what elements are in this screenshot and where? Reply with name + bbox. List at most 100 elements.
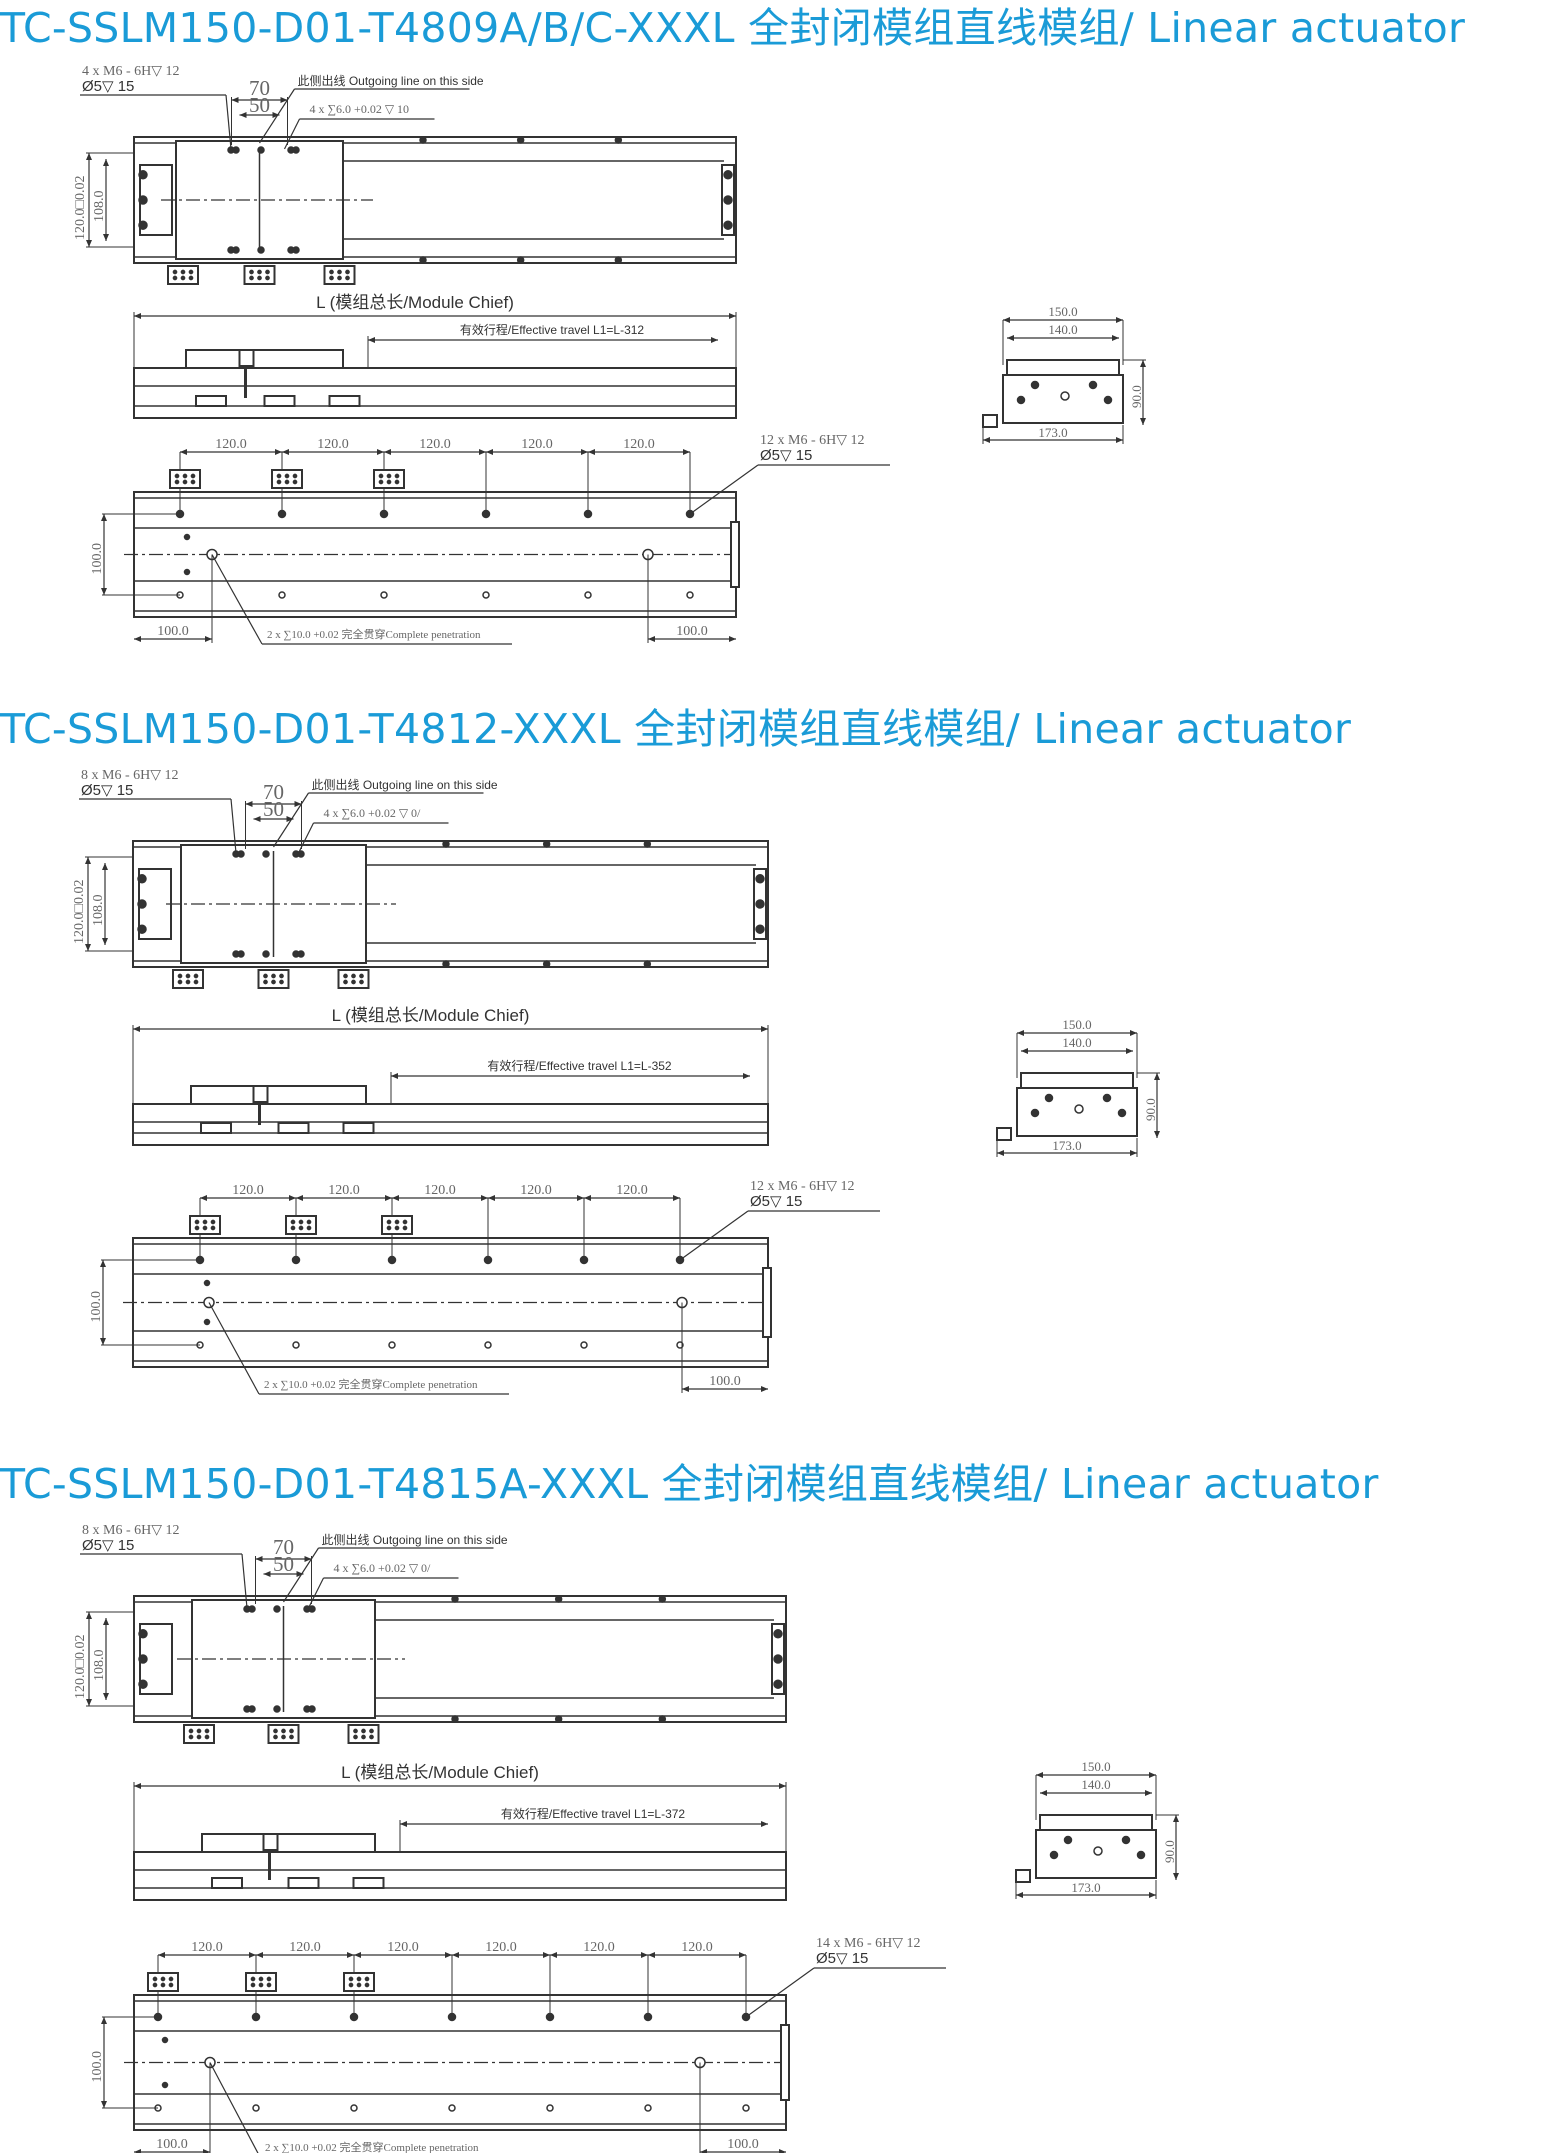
connector-pin [265,269,270,275]
connector-pin [337,269,342,275]
connector-pin [284,473,290,479]
connector-pin [204,1734,210,1740]
end-hole [1088,380,1098,390]
connector-pin [343,979,348,985]
end-height-90: 90.0 [1162,1840,1177,1863]
connector-body [169,469,201,489]
end-cap-right [721,164,735,236]
end-tab [730,521,740,588]
mount-hole-bottom [350,2104,358,2112]
carriage-hole [248,1605,256,1613]
dimension-arrow [1140,360,1146,425]
carriage-hole [292,146,300,154]
connector-pin [168,1976,174,1982]
pitch-label: 120.0 [583,1940,615,1955]
connector-pin [402,1225,408,1231]
mount-hole [379,509,389,519]
connector-pin [402,1219,408,1225]
end-hole [138,220,148,230]
dim-70-label: 70 [273,1535,294,1559]
end-hole [137,899,147,909]
mount-hole-bottom [742,2104,750,2112]
mount-hole-bottom [580,1341,588,1349]
dim-100-vertical: 100.0 [90,2051,105,2083]
mount-hole [387,1255,397,1265]
end-hole [1063,1835,1073,1845]
carriage-hole [308,1605,316,1613]
dim-108-label: 108.0 [92,191,107,223]
leader-line [307,1577,325,1609]
connector-pin [386,1219,392,1225]
end-hole [1044,1093,1054,1103]
end-hole [138,1679,148,1689]
small-hole [203,1279,211,1287]
leader-line [258,88,296,144]
pitch-label: 120.0 [521,437,553,452]
pitch-label: 120.0 [623,437,655,452]
connector-pin [289,1728,294,1734]
bottom-hole-note: 12 x M6 - 6H▽ 12 [750,1179,855,1194]
length-label: L (模组总长/Module Chief) [332,1006,530,1025]
connector-pin [284,479,290,485]
connector-pin [359,973,364,979]
dim-70-label: 70 [263,780,284,804]
carriage-hole [273,1605,281,1613]
leader-line [689,464,759,515]
connector-pin [298,1219,304,1225]
mount-hole-bottom [686,591,694,599]
rail-hole [658,1595,667,1603]
connector-body [323,265,356,285]
side-view: L (模组总长/Module Chief)有效行程/Effective trav… [133,293,737,419]
end-width-150: 150.0 [1062,1017,1091,1032]
end-width-140: 140.0 [1081,1777,1110,1792]
mount-hole-bottom [448,2104,456,2112]
connector-pin [160,1976,166,1982]
cable-block [252,1085,269,1103]
leader-line [283,118,301,150]
section-3-title: TC-SSLM150-D01-T4815A-XXXL 全封闭模组直线模组/ Li… [0,1460,1379,1508]
rail-hole [451,1715,459,1723]
connector-pin [364,1982,370,1988]
rail-hole [554,1715,563,1723]
connector-pin [386,473,392,479]
mount-hole-bottom [292,1341,300,1349]
connector-block [167,265,199,285]
end-hole [1049,1850,1059,1860]
leader-line [282,1547,320,1603]
connector-pin [364,1976,370,1982]
carriage-side [190,1085,367,1105]
connector-pin [394,1219,400,1225]
small-hole [161,2036,169,2044]
connector-pin [188,1728,194,1734]
end-hole [137,874,147,884]
connector-pin [289,1734,294,1740]
connector-pin [177,979,183,985]
connector-pin [160,1982,166,1988]
leader-line [272,792,310,848]
end-hole [138,195,148,205]
connector-pin [174,473,180,479]
connector-pin [394,1225,400,1231]
side-view: L (模组总长/Module Chief)有效行程/Effective trav… [132,1006,769,1146]
body-outline [133,1595,787,1723]
end-cap-right [771,1623,785,1695]
end-hole [755,874,765,884]
mount-hole-bottom [252,2104,260,2112]
connector-block [337,969,370,989]
connector-side [328,395,361,407]
carriage-hole [248,1705,256,1713]
connector-body [183,1724,215,1744]
carriage-hole [237,850,245,858]
connector-body [189,1215,221,1235]
mount-hole [483,1255,493,1265]
pitch-label: 120.0 [215,437,247,452]
end-tab [780,2024,790,2101]
connector-pin [185,973,191,979]
dim-50-label: 50 [273,1552,294,1576]
mount-hole [643,2012,653,2022]
connector-side [200,1122,232,1134]
